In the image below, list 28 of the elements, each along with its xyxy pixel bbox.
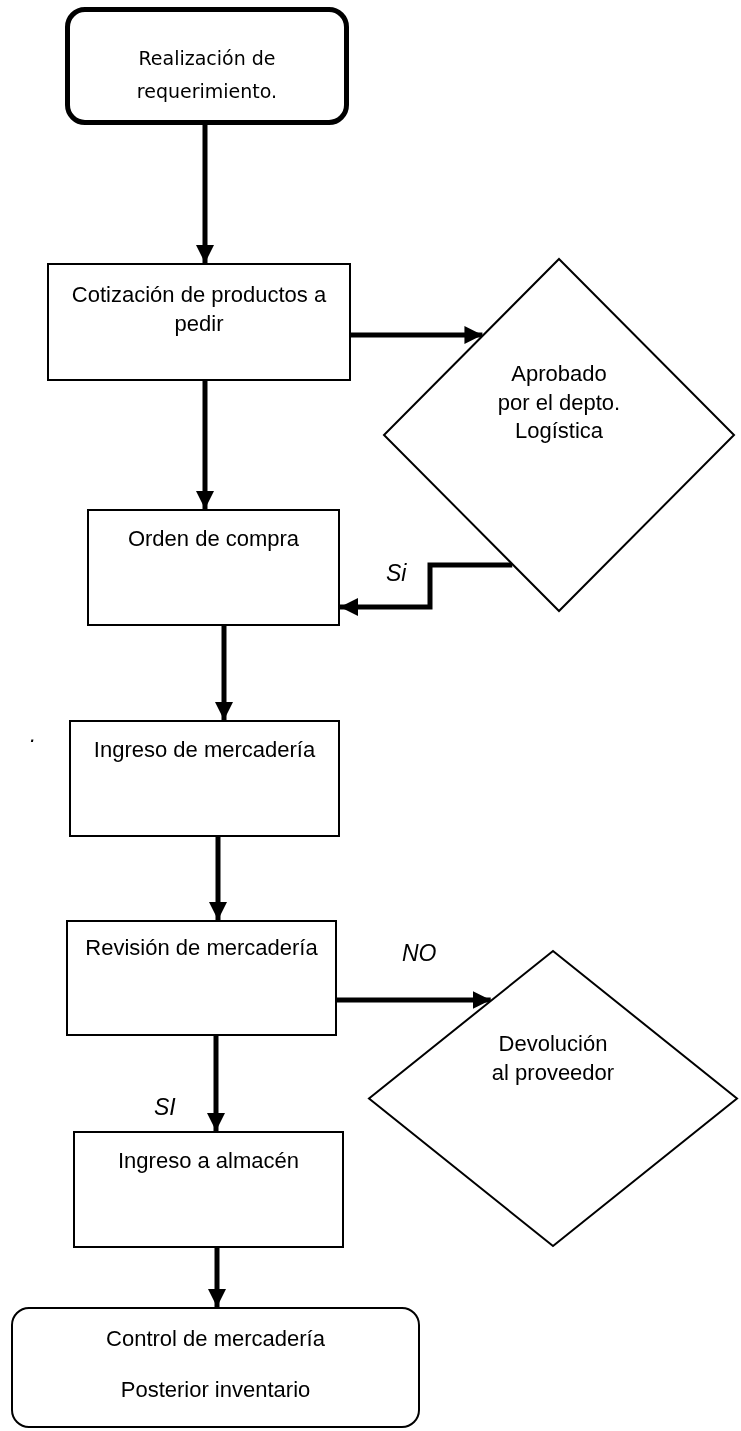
arrow — [207, 1036, 225, 1131]
node-text: Ingreso a almacén — [118, 1147, 299, 1175]
node-text: Orden de compra — [127, 525, 300, 553]
arrow — [337, 991, 491, 1009]
node-text: Cotización de productos a pedir — [70, 281, 328, 338]
process-box — [73, 1131, 344, 1248]
arrow — [196, 125, 214, 263]
decision-diamond — [383, 258, 735, 612]
process-box — [87, 509, 340, 626]
end-box — [11, 1307, 420, 1428]
node-text: Posterior inventario — [120, 1375, 311, 1404]
node-text: Revisión de mercadería — [85, 934, 318, 962]
arrow — [351, 326, 483, 344]
node-text: Ingreso de mercadería — [93, 736, 316, 764]
process-box — [66, 920, 337, 1036]
note-text: . — [30, 722, 37, 748]
start-box — [65, 7, 349, 125]
node-text: Control de mercadería — [106, 1325, 325, 1353]
node-text: Devolución al proveedor — [490, 1030, 616, 1087]
arrow — [209, 837, 227, 920]
arrow — [340, 562, 513, 616]
arrow — [215, 626, 233, 720]
arrow — [208, 1248, 226, 1307]
process-box — [69, 720, 340, 837]
process-box — [47, 263, 351, 381]
arrow — [196, 381, 214, 509]
node-text: Aprobado por el depto. Logística — [496, 360, 622, 446]
node-text: Realización de requerimiento. — [135, 46, 279, 105]
